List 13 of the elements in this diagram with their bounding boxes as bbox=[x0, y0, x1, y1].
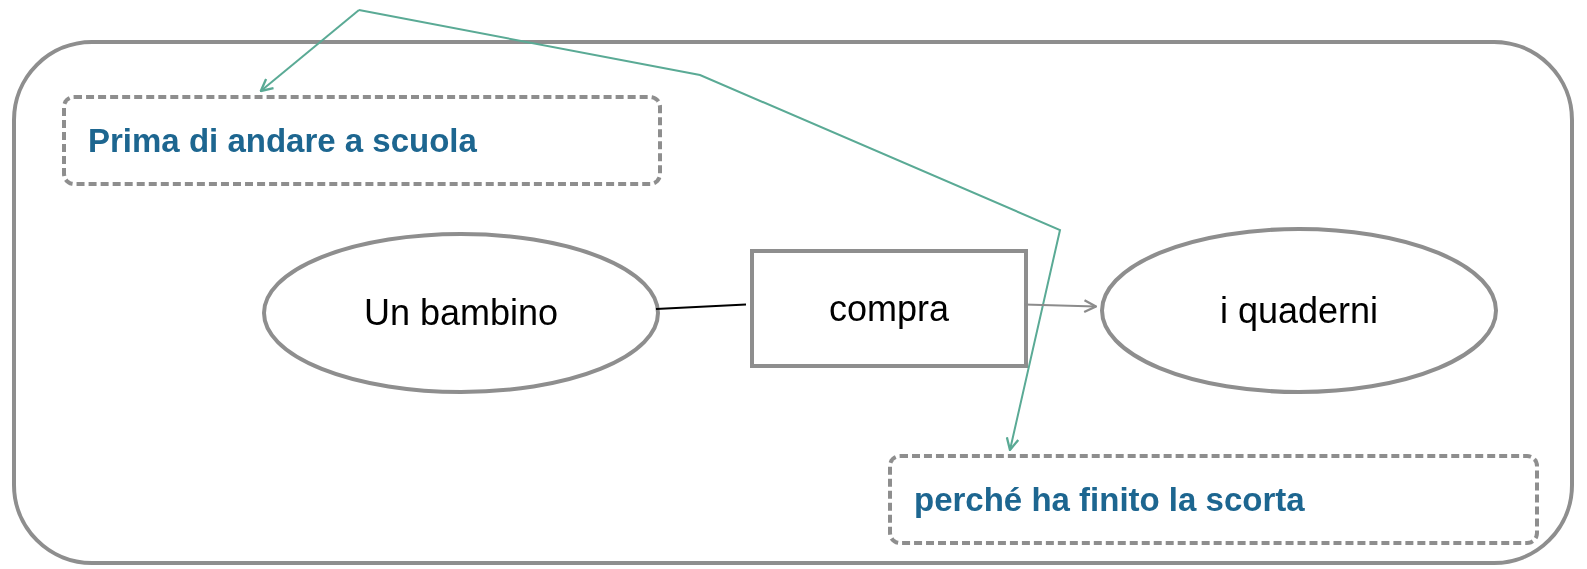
node-label: i quaderni bbox=[1219, 289, 1379, 332]
node-label: Prima di andare a scuola bbox=[88, 121, 477, 160]
leader-line bbox=[358, 9, 1062, 452]
dashed-box bbox=[888, 454, 1539, 545]
node-label: perché ha finito la scorta bbox=[914, 480, 1305, 519]
rounded-frame bbox=[12, 40, 1574, 565]
node-label: compra bbox=[828, 287, 949, 330]
dashed-box bbox=[62, 95, 662, 186]
leader-line bbox=[259, 9, 360, 93]
process-box bbox=[750, 249, 1028, 368]
node-label: Un bambino bbox=[363, 292, 559, 334]
ellipse bbox=[262, 232, 660, 394]
ellipse bbox=[1100, 227, 1498, 394]
